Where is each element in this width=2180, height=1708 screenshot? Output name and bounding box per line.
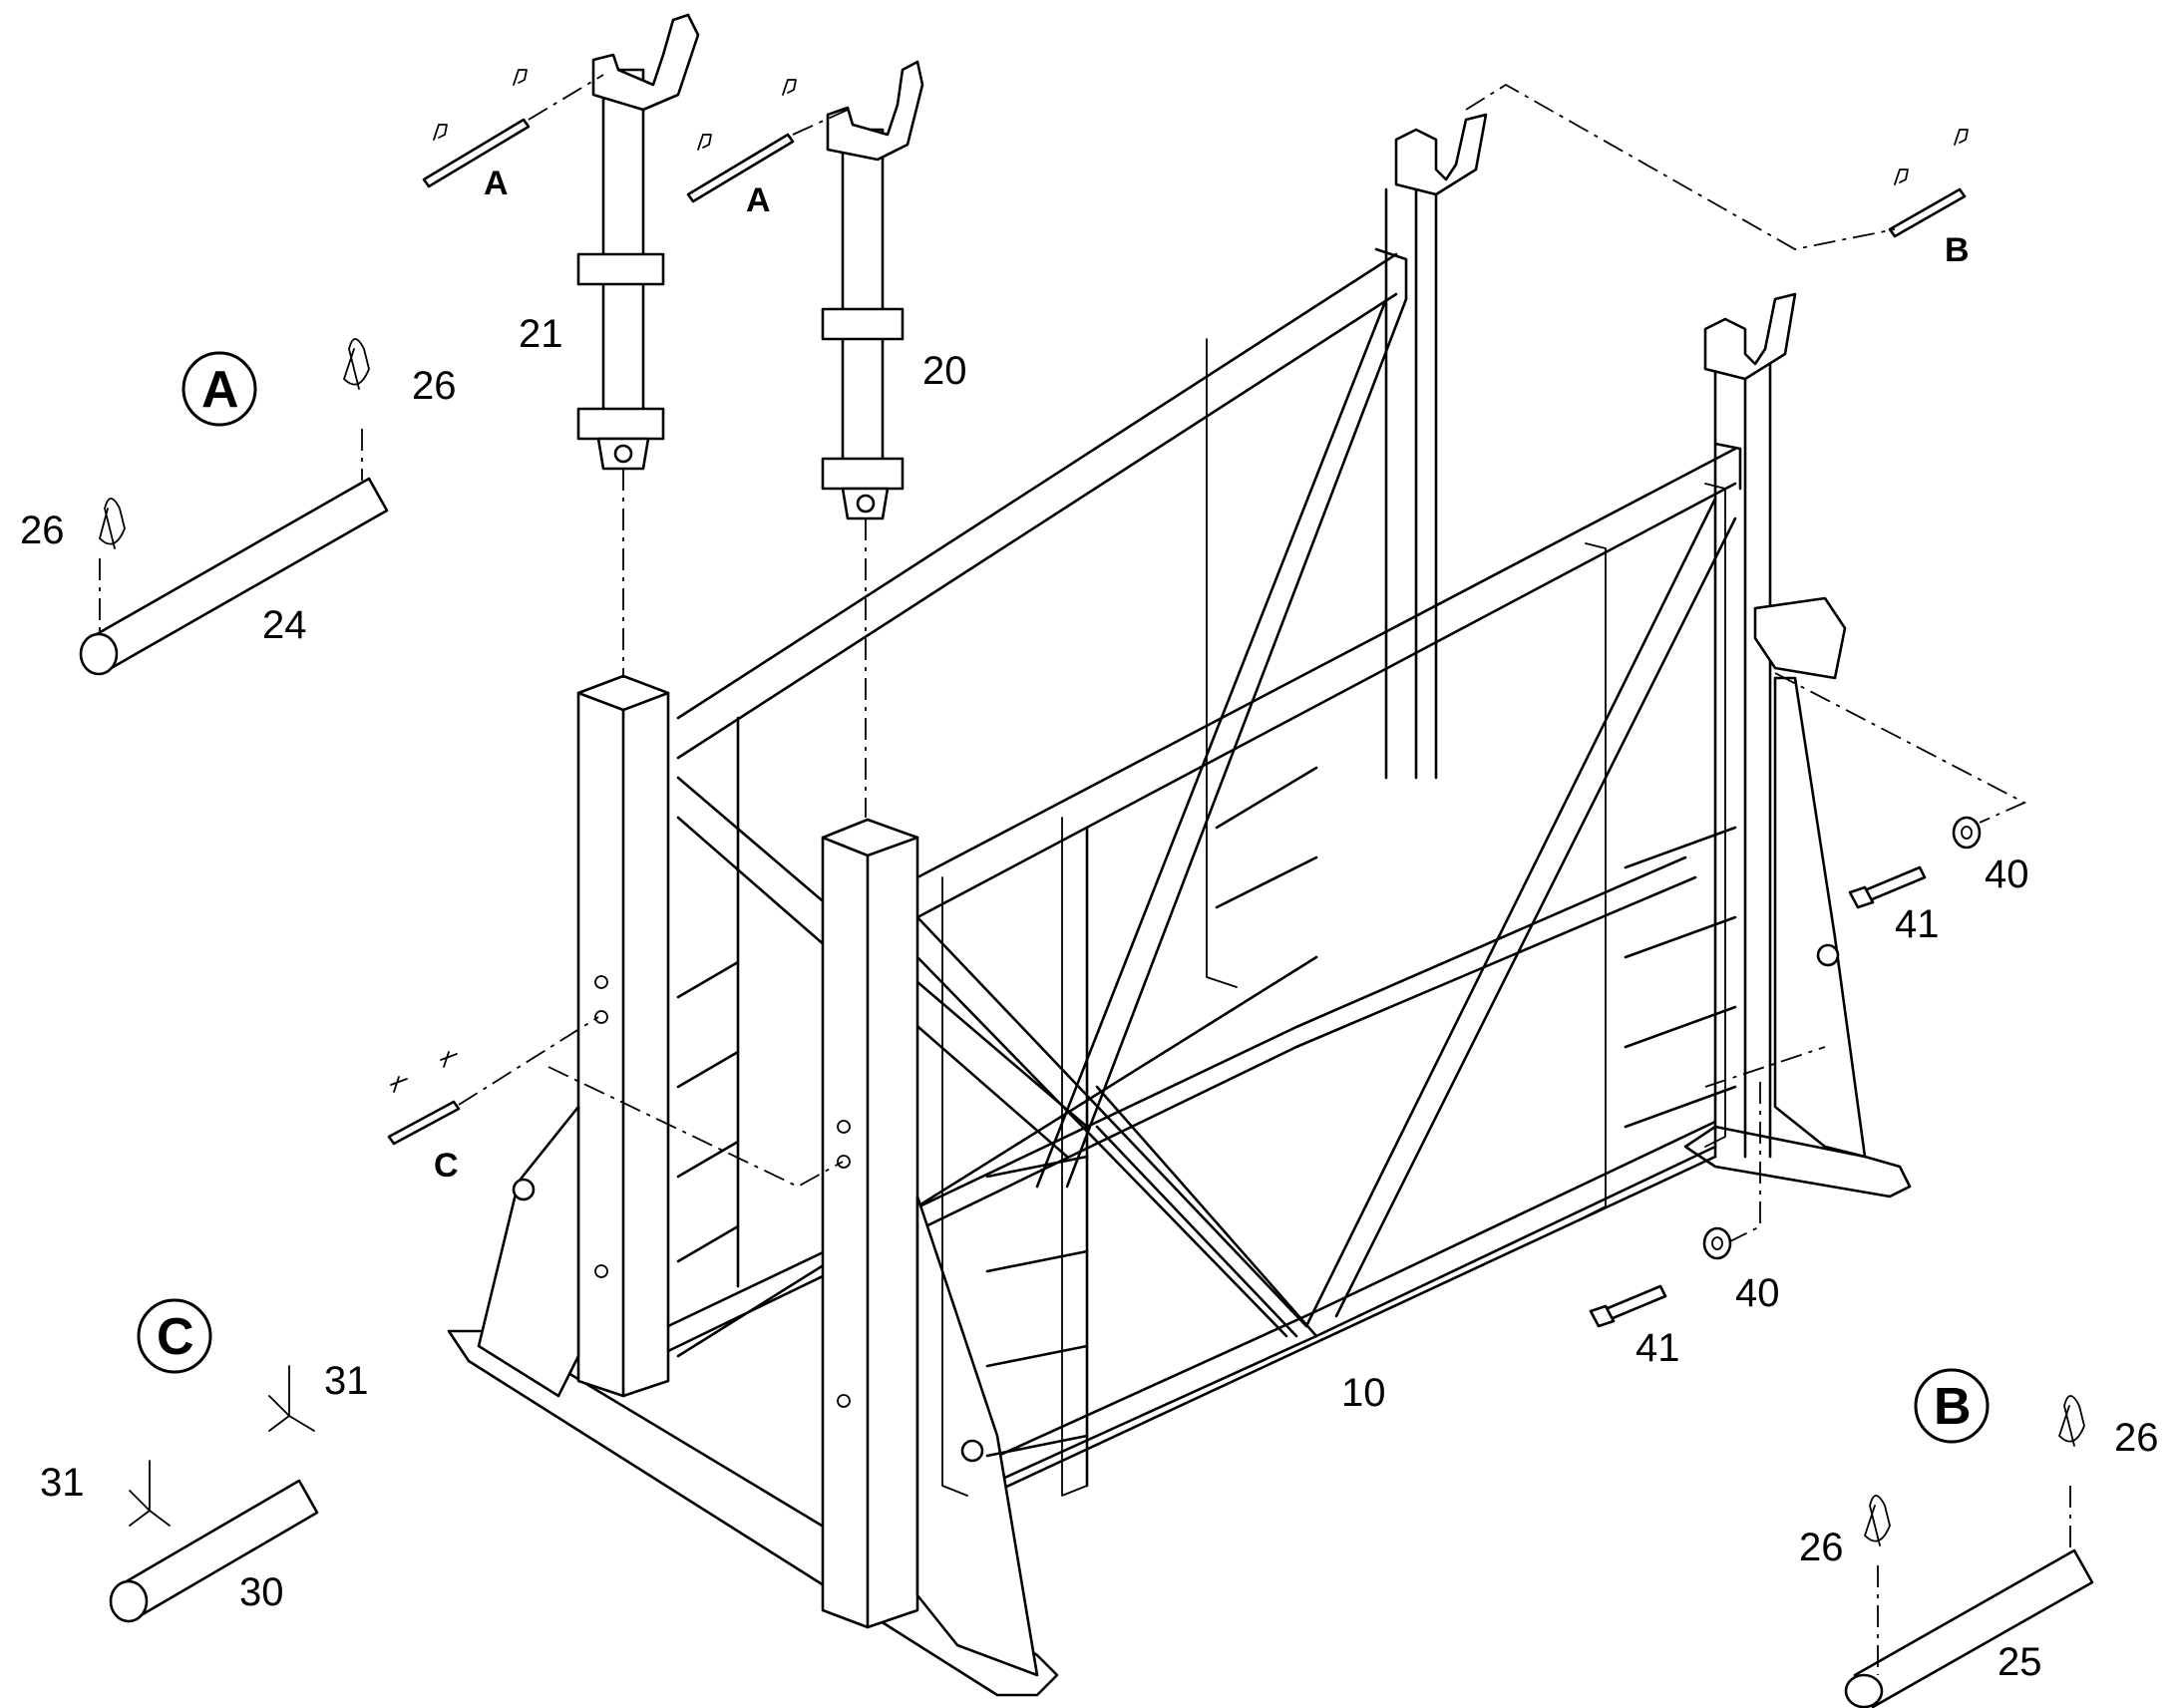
grab-handle-2 xyxy=(1061,817,1088,1497)
pin-b: B xyxy=(1888,129,1970,269)
left-bottom-rail xyxy=(676,955,1318,1358)
washer-40-upper xyxy=(1952,816,1982,850)
rear-saddle-right xyxy=(1703,292,1797,381)
grab-handle-3 xyxy=(1585,542,1607,1217)
pin-c: C xyxy=(387,1051,461,1185)
callout-a-text: A xyxy=(201,361,239,419)
grab-handle-5 xyxy=(1206,338,1238,988)
post-20 xyxy=(821,60,924,520)
front-gusset-right xyxy=(915,1195,1039,1677)
tow-bracket xyxy=(1753,596,1847,680)
floor-rail-back-inner xyxy=(985,1120,1717,1463)
right-diag-1 xyxy=(915,915,1308,1328)
pin-a-2-letter: A xyxy=(746,181,771,219)
part-labels: 21 20 10 24 25 30 26 26 26 26 31 31 40 4… xyxy=(20,312,2159,1684)
callout-circle-b xyxy=(1914,1368,1990,1444)
right-diag-4 xyxy=(1334,516,1737,1318)
grab-handle-4 xyxy=(1704,483,1726,1148)
label-clip-26-a2: 26 xyxy=(20,509,65,552)
label-post-21: 21 xyxy=(519,312,563,356)
pin-a-1-letter: A xyxy=(484,165,509,202)
pin-24 xyxy=(88,477,389,672)
label-frame-10: 10 xyxy=(1341,1371,1386,1415)
right-diag-2 xyxy=(915,955,1288,1338)
left-diagonal-1 xyxy=(1035,297,1388,1189)
pin-25 xyxy=(1853,1548,2094,1708)
right-diag-3 xyxy=(1304,497,1717,1328)
label-washer-40-1: 40 xyxy=(1985,853,2029,896)
label-washer-40-2: 40 xyxy=(1735,1271,1780,1315)
left-top-rail xyxy=(676,252,1398,720)
ladder-left xyxy=(676,716,740,1288)
post-21 xyxy=(576,13,700,471)
left-diagonal-2 xyxy=(1065,297,1408,1189)
floor-rail-front-inner xyxy=(666,855,1687,1328)
label-clip-26-b1: 26 xyxy=(2114,1416,2159,1460)
detail-c: C xyxy=(109,1298,319,1623)
callout-c-text: C xyxy=(157,1308,194,1366)
label-clip-31-1: 31 xyxy=(324,1359,369,1403)
ladder-rear xyxy=(1215,766,1737,1129)
washer-40-lower xyxy=(1702,1226,1732,1260)
rear-saddle-left xyxy=(1394,113,1488,196)
label-pin-24: 24 xyxy=(262,603,307,647)
grab-handle-1 xyxy=(941,876,968,1497)
right-bottom-rail xyxy=(985,1155,1717,1498)
gusset-hole xyxy=(1816,943,1840,967)
detail-a: A xyxy=(79,338,389,676)
front-post-right xyxy=(821,818,919,1629)
left-top-rail-2 xyxy=(676,292,1398,760)
saddle-21 xyxy=(591,13,700,112)
base-skid-right xyxy=(1683,1125,1912,1198)
front-gusset-left xyxy=(477,1105,580,1398)
saddle-20 xyxy=(826,60,924,162)
floor-cross-2 xyxy=(1095,1125,1298,1338)
pin-a-2: A xyxy=(686,79,797,219)
pin-b-letter: B xyxy=(1945,231,1970,269)
callout-circle-a xyxy=(182,351,257,427)
callout-b-text: B xyxy=(1934,1378,1972,1436)
pin-a-1: A xyxy=(422,69,531,202)
label-clip-31-2: 31 xyxy=(40,1461,85,1505)
assembly-lines xyxy=(458,74,2027,1242)
label-clip-26-b2: 26 xyxy=(1799,1526,1844,1569)
floor-cross-1 xyxy=(1095,1085,1318,1338)
pin-c-letter: C xyxy=(434,1147,459,1185)
callout-circle-c xyxy=(137,1298,212,1374)
label-post-20: 20 xyxy=(922,349,967,393)
right-top-rail xyxy=(915,447,1737,879)
label-clip-26-a1: 26 xyxy=(412,364,457,408)
right-top-rail-end xyxy=(1713,442,1742,491)
label-pin-25: 25 xyxy=(1998,1640,2042,1684)
rear-gusset-right xyxy=(1773,676,1867,1159)
label-bolt-41-1: 41 xyxy=(1895,902,1940,946)
frame-assembly xyxy=(447,113,1912,1697)
label-pin-30: 30 xyxy=(239,1570,284,1614)
bolt-41-lower xyxy=(1589,1284,1667,1328)
ladder-front-right xyxy=(985,826,1089,1488)
bolt-41-upper xyxy=(1848,865,1927,909)
detail-b: B xyxy=(1844,1368,2094,1708)
right-top-rail-2 xyxy=(915,482,1737,919)
label-bolt-41-2: 41 xyxy=(1635,1326,1680,1370)
